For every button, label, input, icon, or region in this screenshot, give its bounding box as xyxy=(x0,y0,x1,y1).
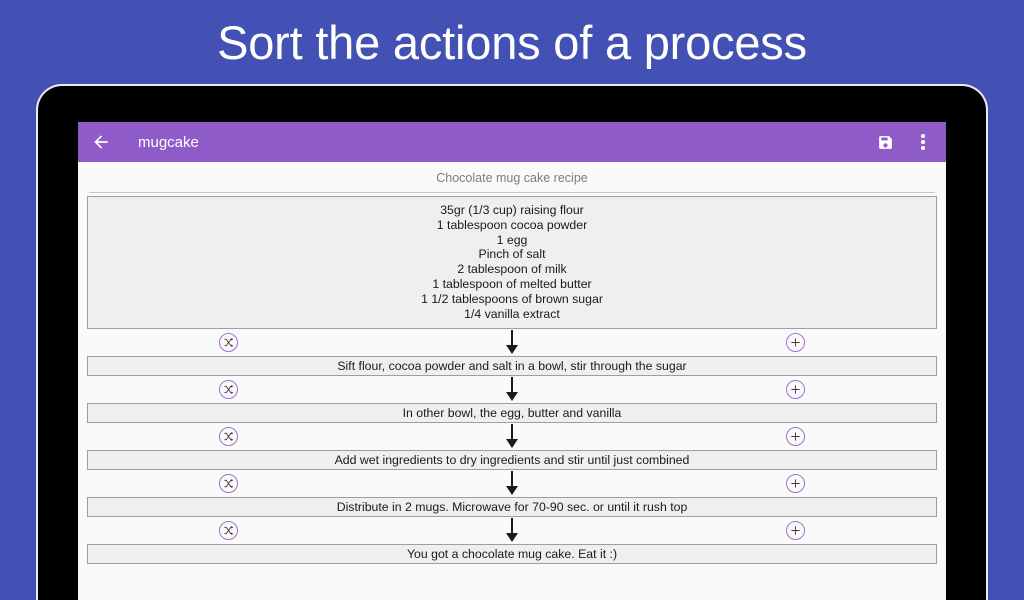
plus-circle-icon[interactable] xyxy=(785,333,805,353)
arrow-slot xyxy=(370,377,653,402)
step-connector xyxy=(87,329,937,356)
ingredient-line: 1 tablespoon cocoa powder xyxy=(436,217,588,232)
plus-circle-icon[interactable] xyxy=(785,427,805,447)
tablet-device-frame: mugcake Chocolate mug cake recipe xyxy=(36,84,988,600)
arrow-slot xyxy=(370,424,653,449)
recipe-content: Chocolate mug cake recipe 35gr (1/3 cup)… xyxy=(78,162,946,600)
arrow-slot xyxy=(370,471,653,496)
ingredient-line: 1/4 vanilla extract xyxy=(464,306,560,321)
add-slot xyxy=(654,333,937,353)
ingredient-line: Pinch of salt xyxy=(478,247,546,262)
shuffle-slot xyxy=(87,474,370,494)
ingredient-line: 1 tablespoon of melted butter xyxy=(432,276,592,291)
ingredients-box[interactable]: 35gr (1/3 cup) raising flour 1 tablespoo… xyxy=(87,196,937,330)
shuffle-slot xyxy=(87,427,370,447)
shuffle-icon[interactable] xyxy=(219,380,239,400)
arrow-down-icon xyxy=(505,518,518,543)
arrow-down-icon xyxy=(505,330,518,355)
shuffle-slot xyxy=(87,380,370,400)
shuffle-slot xyxy=(87,333,370,353)
step-box[interactable]: Add wet ingredients to dry ingredients a… xyxy=(87,450,937,471)
three-dots-glyph xyxy=(921,134,925,150)
step-box[interactable]: You got a chocolate mug cake. Eat it :) xyxy=(87,544,937,565)
step-connector xyxy=(87,376,937,403)
toolbar-actions xyxy=(874,131,934,153)
add-slot xyxy=(654,521,937,541)
step-connector xyxy=(87,423,937,450)
arrow-down-icon xyxy=(505,377,518,402)
ingredient-line: 1 egg xyxy=(496,232,528,247)
ingredient-line: 2 tablespoon of milk xyxy=(457,262,567,277)
plus-circle-icon[interactable] xyxy=(785,380,805,400)
arrow-down-icon xyxy=(505,424,518,449)
shuffle-icon[interactable] xyxy=(219,474,239,494)
app-screen: mugcake Chocolate mug cake recipe xyxy=(78,122,946,600)
add-slot xyxy=(654,427,937,447)
arrow-slot xyxy=(370,330,653,355)
ingredient-line: 35gr (1/3 cup) raising flour xyxy=(440,203,584,217)
ingredient-line: 1 1/2 tablespoons of brown sugar xyxy=(421,291,603,306)
shuffle-icon[interactable] xyxy=(219,333,239,353)
step-box[interactable]: Distribute in 2 mugs. Microwave for 70-9… xyxy=(87,497,937,518)
plus-circle-icon[interactable] xyxy=(785,474,805,494)
step-box[interactable]: Sift flour, cocoa powder and salt in a b… xyxy=(87,356,937,377)
shuffle-slot xyxy=(87,521,370,541)
step-connector xyxy=(87,470,937,497)
promo-headline: Sort the actions of a process xyxy=(217,15,807,69)
step-box[interactable]: In other bowl, the egg, butter and vanil… xyxy=(87,403,937,424)
add-slot xyxy=(654,474,937,494)
step-connector xyxy=(87,517,937,544)
shuffle-icon[interactable] xyxy=(219,521,239,541)
overflow-menu-icon[interactable] xyxy=(912,131,934,153)
recipe-title: Chocolate mug cake recipe xyxy=(436,171,588,185)
save-icon[interactable] xyxy=(874,131,896,153)
shuffle-icon[interactable] xyxy=(219,427,239,447)
back-arrow-icon[interactable] xyxy=(88,129,114,155)
plus-circle-icon[interactable] xyxy=(785,521,805,541)
arrow-down-icon xyxy=(505,471,518,496)
app-title: mugcake xyxy=(138,133,199,151)
arrow-slot xyxy=(370,518,653,543)
add-slot xyxy=(654,380,937,400)
app-toolbar: mugcake xyxy=(78,122,946,162)
title-divider xyxy=(89,192,935,193)
